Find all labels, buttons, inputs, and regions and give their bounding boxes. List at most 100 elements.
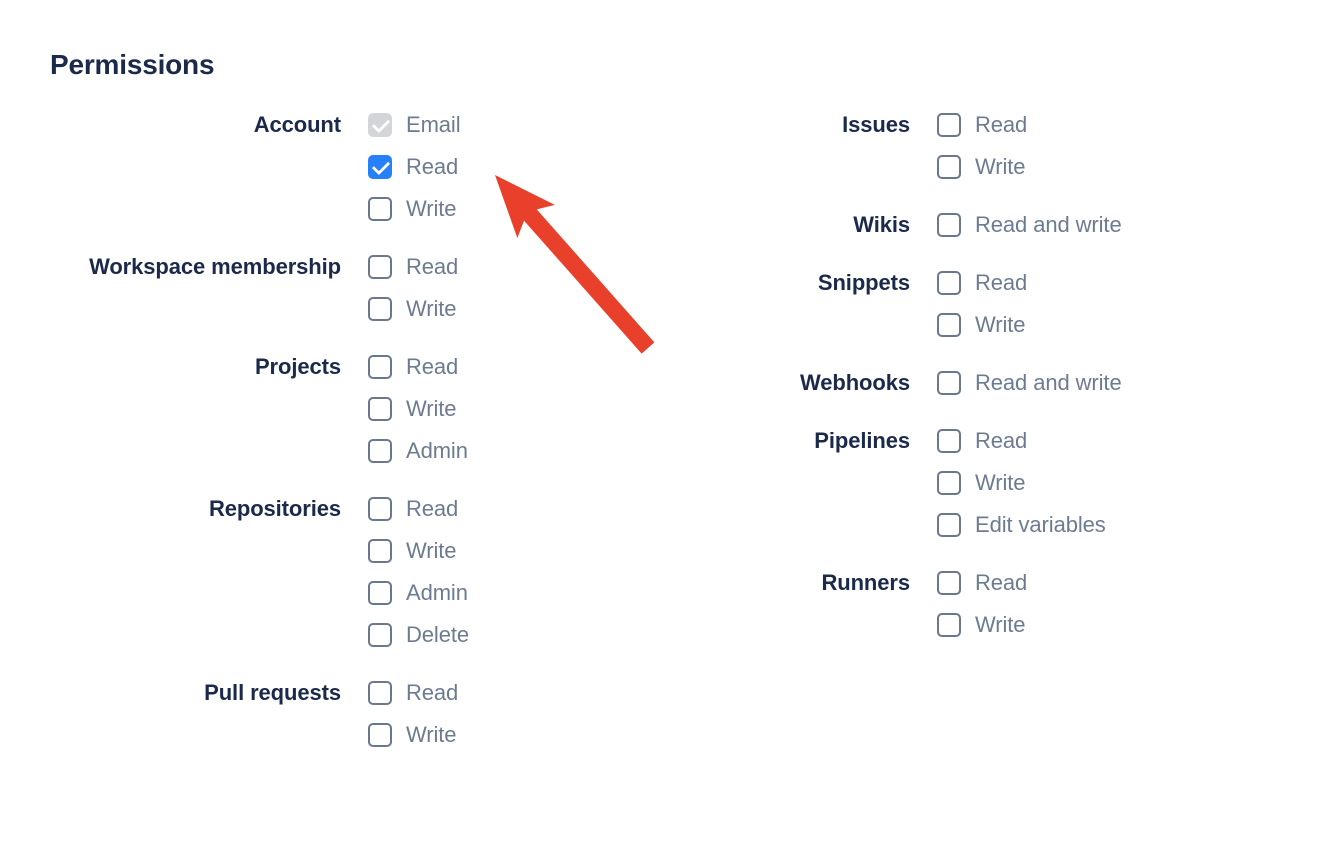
group-label-snippets: Snippets [817,270,910,295]
option-label-pull-requests-read[interactable]: Read [406,680,459,705]
checkbox-workspace-membership-write[interactable] [368,297,392,321]
checkbox-projects-admin[interactable] [368,439,392,463]
option-row-issues-read[interactable]: Read [937,104,1300,146]
checkbox-webhooks-read-and-write[interactable] [937,371,961,395]
checkbox-issues-read[interactable] [937,113,961,137]
checkbox-snippets-read[interactable] [937,271,961,295]
option-row-repositories-admin[interactable]: Admin [368,572,560,614]
option-row-pull-requests-write[interactable]: Write [368,714,560,756]
option-label-repositories-admin[interactable]: Admin [406,580,468,605]
checkbox-workspace-membership-read[interactable] [368,255,392,279]
option-row-pipelines-read[interactable]: Read [937,420,1300,462]
option-row-projects-read[interactable]: Read [368,346,560,388]
checkbox-account-read[interactable] [368,155,392,179]
checkbox-projects-read[interactable] [368,355,392,379]
checkbox-pull-requests-read[interactable] [368,681,392,705]
option-row-repositories-delete[interactable]: Delete [368,614,560,656]
option-row-workspace-membership-read[interactable]: Read [368,246,560,288]
checkbox-projects-write[interactable] [368,397,392,421]
option-label-repositories-read[interactable]: Read [406,496,459,521]
option-label-wikis-read-and-write[interactable]: Read and write [975,212,1122,237]
option-label-pipelines-read[interactable]: Read [975,428,1028,453]
option-label-projects-admin[interactable]: Admin [406,438,468,463]
option-label-runners-read[interactable]: Read [975,570,1028,595]
option-label-projects-write[interactable]: Write [406,396,457,421]
option-label-issues-read[interactable]: Read [975,112,1028,137]
option-row-webhooks-read-and-write[interactable]: Read and write [937,362,1300,404]
checkbox-runners-write[interactable] [937,613,961,637]
page-title: Permissions [50,49,215,80]
option-label-pipelines-write[interactable]: Write [975,470,1026,495]
group-label-issues: Issues [842,112,910,137]
checkbox-pipelines-write[interactable] [937,471,961,495]
option-label-account-write[interactable]: Write [406,196,457,221]
option-row-pull-requests-read[interactable]: Read [368,672,560,714]
option-label-repositories-delete[interactable]: Delete [406,622,469,647]
option-row-snippets-read[interactable]: Read [937,262,1300,304]
option-row-pipelines-write[interactable]: Write [937,462,1300,504]
checkmark-icon [371,114,391,134]
option-label-webhooks-read-and-write[interactable]: Read and write [975,370,1122,395]
checkbox-repositories-write[interactable] [368,539,392,563]
option-row-pipelines-edit-variables[interactable]: Edit variables [937,504,1300,546]
group-label-runners: Runners [821,570,910,595]
option-label-pull-requests-write[interactable]: Write [406,722,457,747]
option-row-snippets-write[interactable]: Write [937,304,1300,346]
option-label-account-email[interactable]: Email [406,112,461,137]
option-row-projects-write[interactable]: Write [368,388,560,430]
option-label-repositories-write[interactable]: Write [406,538,457,563]
group-label-workspace-membership: Workspace membership [89,254,341,279]
checkbox-repositories-admin[interactable] [368,581,392,605]
option-row-account-read[interactable]: Read [368,146,560,188]
option-row-issues-write[interactable]: Write [937,146,1300,188]
option-label-account-read[interactable]: Read [406,154,459,179]
option-row-repositories-read[interactable]: Read [368,488,560,530]
checkbox-runners-read[interactable] [937,571,961,595]
option-row-account-email[interactable]: Email [368,104,560,146]
option-row-account-write[interactable]: Write [368,188,560,230]
checkbox-pipelines-read[interactable] [937,429,961,453]
option-row-wikis-read-and-write[interactable]: Read and write [937,204,1300,246]
checkbox-snippets-write[interactable] [937,313,961,337]
option-label-runners-write[interactable]: Write [975,612,1026,637]
checkbox-account-email [368,113,392,137]
option-row-workspace-membership-write[interactable]: Write [368,288,560,330]
option-row-projects-admin[interactable]: Admin [368,430,560,472]
option-row-runners-write[interactable]: Write [937,604,1300,646]
checkmark-icon [371,156,391,176]
option-row-runners-read[interactable]: Read [937,562,1300,604]
option-label-projects-read[interactable]: Read [406,354,459,379]
checkbox-pipelines-edit-variables[interactable] [937,513,961,537]
group-label-pull-requests: Pull requests [204,680,341,705]
option-label-snippets-read[interactable]: Read [975,270,1028,295]
option-label-snippets-write[interactable]: Write [975,312,1026,337]
option-label-workspace-membership-write[interactable]: Write [406,296,457,321]
checkbox-account-write[interactable] [368,197,392,221]
checkbox-repositories-delete[interactable] [368,623,392,647]
option-label-workspace-membership-read[interactable]: Read [406,254,459,279]
checkbox-repositories-read[interactable] [368,497,392,521]
group-label-projects: Projects [254,354,341,379]
option-row-repositories-write[interactable]: Write [368,530,560,572]
option-label-issues-write[interactable]: Write [975,154,1026,179]
checkbox-pull-requests-write[interactable] [368,723,392,747]
option-label-pipelines-edit-variables[interactable]: Edit variables [975,512,1106,537]
checkbox-issues-write[interactable] [937,155,961,179]
checkbox-wikis-read-and-write[interactable] [937,213,961,237]
